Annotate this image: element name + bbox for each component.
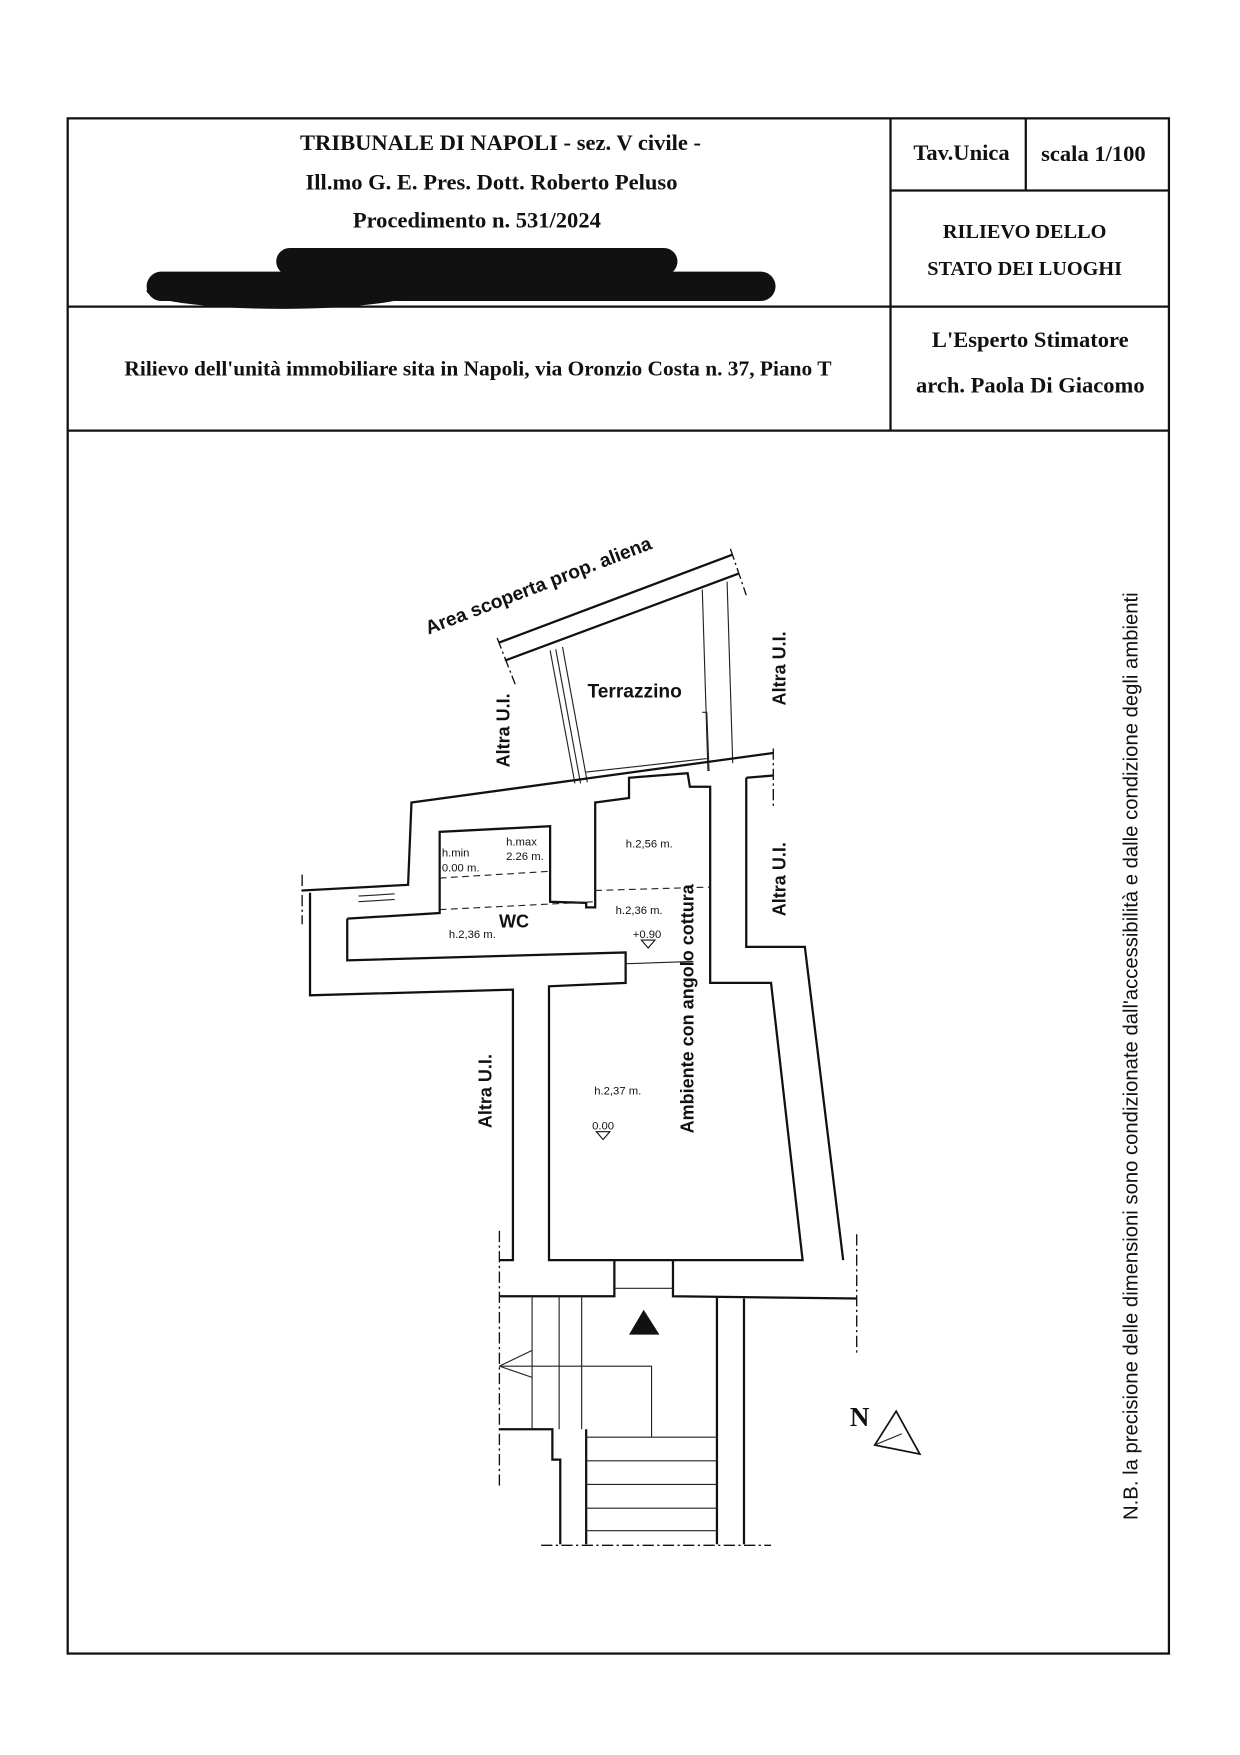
court-name: TRIBUNALE DI NAPOLI - sez. V civile -: [300, 130, 701, 155]
drawing-title-line1: RILIEVO DELLO: [943, 221, 1106, 243]
height-label: h.2,37 m.: [594, 1085, 641, 1097]
accuracy-note: N.B. la precisione delle dimensioni sono…: [1120, 592, 1142, 1520]
title-block-frame: [66, 117, 1171, 1655]
wc-label: WC: [499, 912, 529, 932]
hmin-label: h.min: [442, 848, 470, 860]
height-label: h.2,36 m.: [449, 929, 496, 941]
judge-name: Ill.mo G. E. Pres. Dott. Roberto Peluso: [306, 169, 678, 194]
kitchen-room-label: Ambiente con angolo cottura: [677, 883, 697, 1133]
property-description: Rilievo dell'unità immobiliare sita in N…: [124, 356, 831, 380]
procedure-number: Procedimento n. 531/2024: [353, 208, 601, 233]
north-label: N: [850, 1402, 870, 1432]
terrace-label: Terrazzino: [587, 682, 681, 703]
floor-plan: [301, 548, 858, 1547]
height-label: h.2,56 m.: [626, 839, 673, 851]
hmax-value: 2.26 m.: [506, 851, 544, 863]
level-label: 0.00: [592, 1120, 614, 1132]
hmax-label: h.max: [506, 836, 537, 848]
hmin-value: 0.00 m.: [442, 862, 480, 874]
drawing-title-line2: STATO DEI LUOGHI: [927, 258, 1122, 280]
redaction-mark: [146, 247, 776, 309]
level-marker-icon: [640, 939, 657, 949]
other-unit-label: Altra U.I.: [494, 693, 514, 767]
level-marker-icon: [595, 1131, 612, 1141]
north-arrow-icon: [873, 1409, 922, 1456]
height-label: h.2,36 m.: [616, 905, 663, 917]
other-unit-label: Altra U.I.: [476, 1054, 496, 1128]
level-label: +0.90: [633, 929, 662, 941]
outside-area-label: Area scoperta prop. aliena: [423, 533, 655, 639]
other-unit-label: Altra U.I.: [770, 842, 790, 916]
other-unit-label: Altra U.I.: [770, 631, 790, 705]
expert-name: arch. Paola Di Giacomo: [916, 372, 1145, 397]
scale-label: scala 1/100: [1041, 141, 1146, 166]
entrance-arrow-icon: [629, 1309, 660, 1335]
expert-role: L'Esperto Stimatore: [932, 327, 1129, 352]
table-label: Tav.Unica: [913, 140, 1009, 165]
